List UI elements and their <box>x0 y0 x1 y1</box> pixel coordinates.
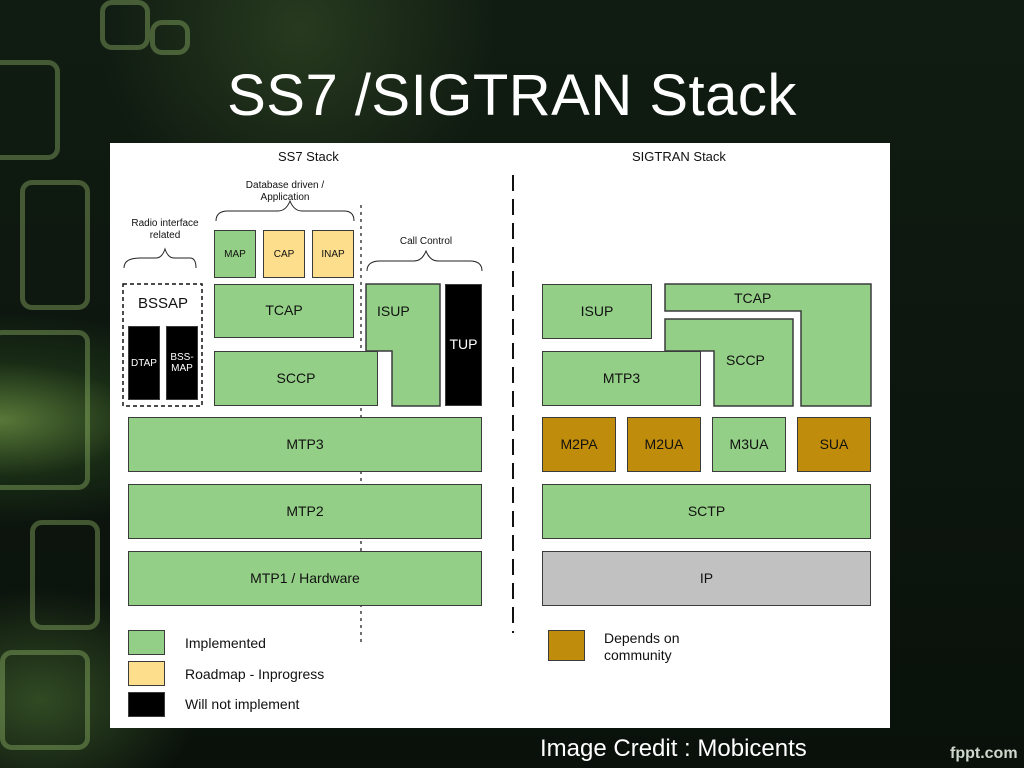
brace-database <box>215 199 355 222</box>
diagram-panel: SS7 Stack SIGTRAN Stack Radio interface … <box>110 143 890 728</box>
background-decoration <box>150 20 190 55</box>
sigtran-sctp: SCTP <box>542 484 871 539</box>
ss7-mtp1: MTP1 / Hardware <box>128 551 482 606</box>
background-decoration <box>0 60 60 160</box>
sigtran-tcap-shape <box>664 283 872 407</box>
ss7-inap: INAP <box>312 230 354 278</box>
brace-radio <box>123 247 197 269</box>
watermark: fppt.com <box>950 745 1018 762</box>
legend-community: Depends on community <box>604 630 680 663</box>
ss7-map: MAP <box>214 230 256 278</box>
ss7-mtp3: MTP3 <box>128 417 482 472</box>
ss7-bss-map: BSS-MAP <box>166 326 198 400</box>
ss7-stack-heading: SS7 Stack <box>278 149 339 164</box>
bssap-group-outline <box>122 283 203 407</box>
sigtran-ip: IP <box>542 551 871 606</box>
sigtran-m2ua: M2UA <box>627 417 701 472</box>
legend-swatch-roadmap <box>128 661 165 686</box>
sigtran-m3ua: M3UA <box>712 417 786 472</box>
sigtran-sua: SUA <box>797 417 871 472</box>
brace-call-control-caption: Call Control <box>399 236 453 247</box>
sigtran-mtp3: MTP3 <box>542 351 701 406</box>
sigtran-tcap: TCAP <box>734 290 772 306</box>
legend-swatch-community <box>548 630 585 661</box>
legend-will-not: Will not implement <box>185 696 300 712</box>
background-decoration <box>20 180 90 310</box>
brace-database-caption: Database driven / Application <box>245 180 325 203</box>
sigtran-m2pa: M2PA <box>542 417 616 472</box>
diagram-lines <box>122 175 872 643</box>
image-credit: Image Credit : Mobicents <box>540 735 807 762</box>
background-decoration <box>100 0 150 50</box>
background-decoration <box>0 650 90 750</box>
ss7-cap: CAP <box>263 230 305 278</box>
ss7-tup: TUP <box>445 284 482 406</box>
brace-radio-caption: Radio interface related <box>131 218 199 241</box>
ss7-sccp: SCCP <box>214 351 378 406</box>
ss7-dtap: DTAP <box>128 326 160 400</box>
sigtran-sccp: SCCP <box>726 352 765 368</box>
slide-title: SS7 /SIGTRAN Stack <box>227 63 797 128</box>
legend-implemented: Implemented <box>185 635 266 651</box>
sigtran-stack-heading: SIGTRAN Stack <box>632 149 726 164</box>
legend-swatch-will-not <box>128 692 165 717</box>
ss7-mtp2: MTP2 <box>128 484 482 539</box>
legend-swatch-implemented <box>128 630 165 655</box>
legend-roadmap: Roadmap - Inprogress <box>185 666 325 682</box>
brace-call-control <box>366 249 483 272</box>
background-decoration <box>0 330 90 490</box>
ss7-tcap: TCAP <box>214 284 354 338</box>
ss7-bssap: BSSAP <box>138 295 189 312</box>
ss7-isup: ISUP <box>377 303 410 319</box>
sigtran-isup: ISUP <box>542 284 652 339</box>
background-decoration <box>30 520 100 630</box>
